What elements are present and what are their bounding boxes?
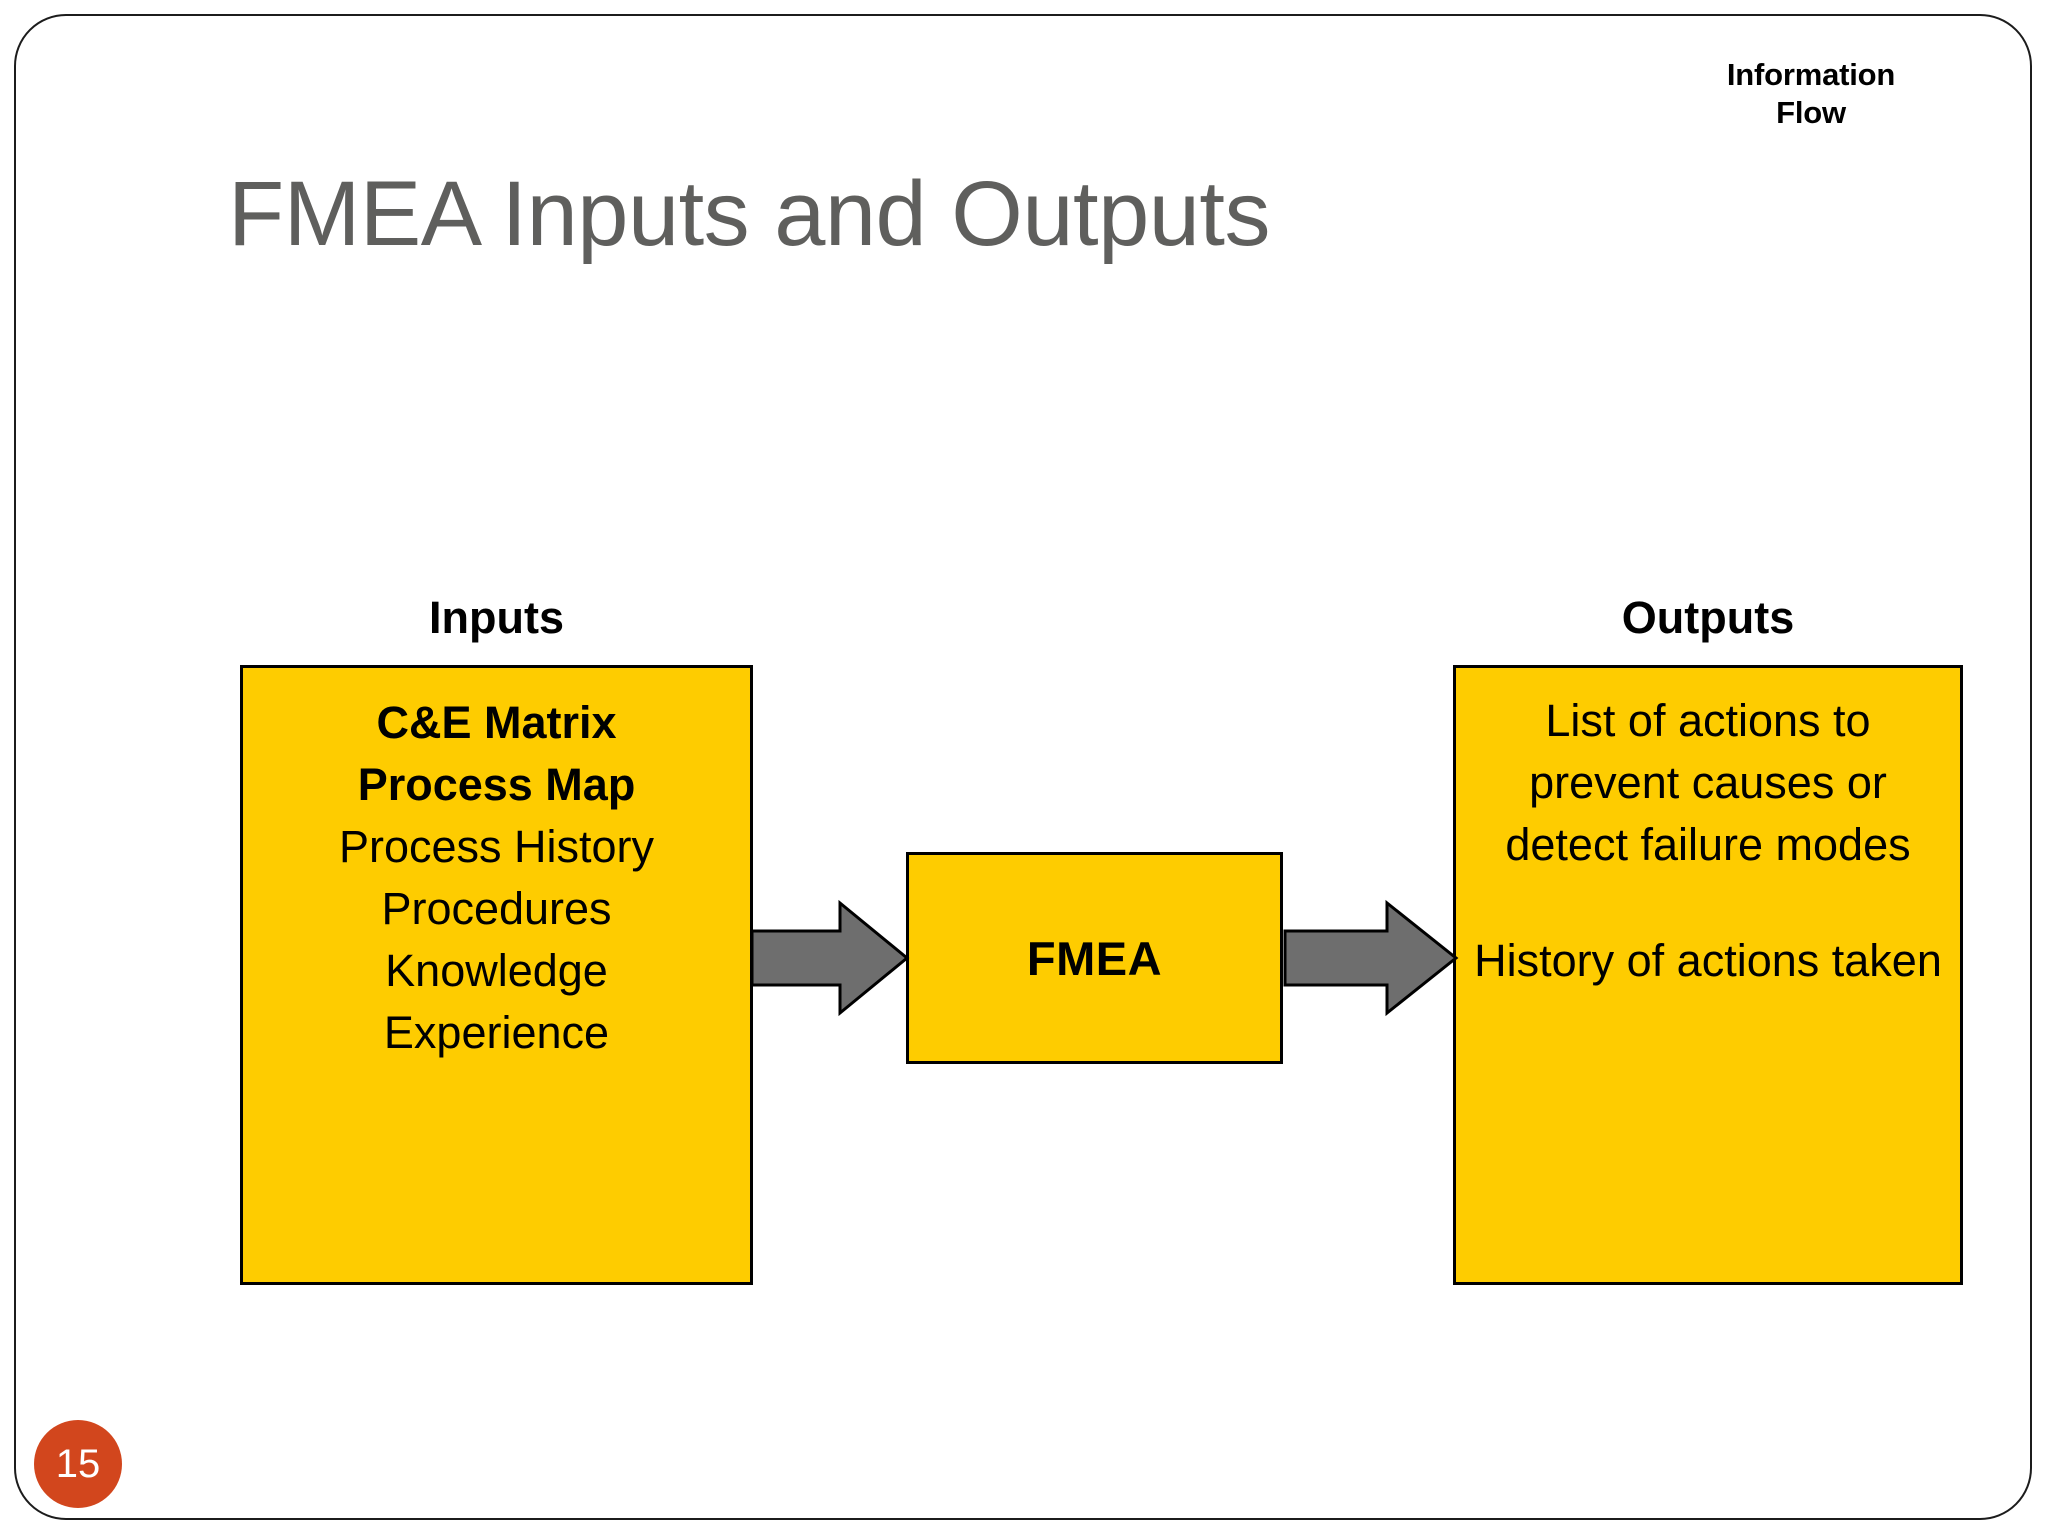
arrow-inputs-to-fmea-icon	[750, 899, 910, 1017]
information-flow-line-2: Flow	[1776, 94, 1846, 130]
inputs-box: C&E Matrix Process Map Process History P…	[240, 665, 753, 1285]
input-item-knowledge: Knowledge	[385, 945, 608, 997]
input-item-process-map: Process Map	[357, 759, 636, 811]
output-paragraph-actions: List of actions to prevent causes or det…	[1505, 695, 1911, 871]
inputs-column-header: Inputs	[429, 592, 564, 643]
input-item-experience: Experience	[383, 1007, 610, 1059]
arrow-fmea-to-outputs-icon	[1283, 899, 1459, 1017]
fmea-process-label: FMEA	[1026, 931, 1163, 985]
fmea-process-box: FMEA	[906, 852, 1283, 1064]
page-number-badge: 15	[34, 1420, 122, 1508]
input-item-procedures: Procedures	[381, 883, 612, 935]
outputs-column-header: Outputs	[1621, 592, 1795, 643]
output-paragraph-history: History of actions taken	[1474, 935, 1942, 987]
information-flow-line-1: Information	[1726, 57, 1896, 92]
input-item-process-history: Process History	[338, 821, 655, 873]
page-title: FMEA Inputs and Outputs	[228, 163, 1270, 265]
input-item-ce-matrix: C&E Matrix	[376, 697, 617, 748]
information-flow-note: Information Flow	[1646, 56, 1976, 132]
output-paragraph-spacer	[1456, 876, 1960, 930]
outputs-box: List of actions to prevent causes or det…	[1453, 665, 1963, 1285]
